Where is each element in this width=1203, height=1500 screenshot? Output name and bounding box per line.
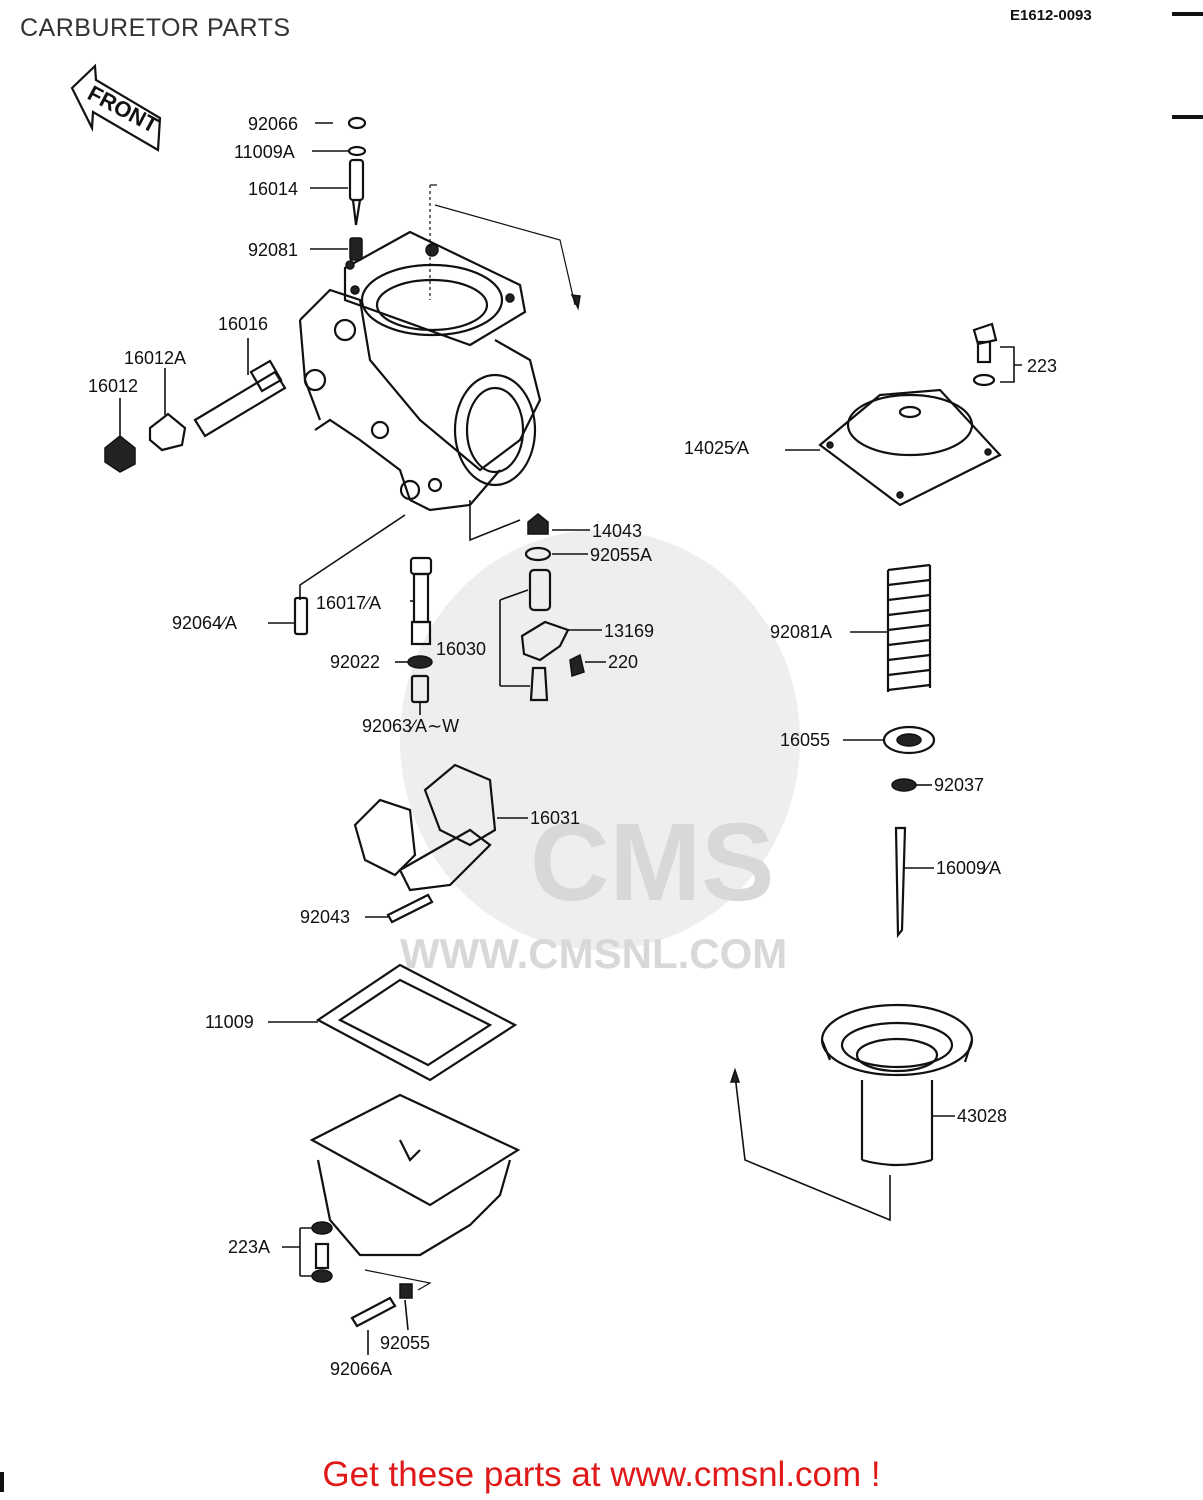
bowl-link-line (364, 1269, 432, 1291)
drain-screw-92066a-icon (350, 1296, 397, 1328)
seat-16055-icon (882, 725, 936, 755)
watermark-url-text: WWW.CMSNL.COM (400, 930, 787, 977)
starter-plunger-16016-icon (193, 359, 287, 438)
callout-16017: 16017∕A (316, 593, 381, 613)
float-bowl-icon (309, 1093, 521, 1257)
callout-92055a: 92055A (590, 545, 652, 565)
callout-16009: 16009∕A (936, 858, 1001, 878)
screw-223-icon (972, 322, 998, 387)
washer-92055a-icon (524, 546, 552, 562)
front-arrow-icon: FRONT (70, 63, 163, 152)
diaphragm-43028-icon (820, 1003, 974, 1167)
callout-92022: 92022 (330, 652, 380, 672)
callout-16031: 16031 (530, 808, 580, 828)
screw-223a-icon (311, 1221, 333, 1283)
callout-16012: 16012 (88, 376, 138, 396)
callout-13169: 13169 (604, 621, 654, 641)
cap-16012-icon (104, 435, 136, 473)
body-link-line-left (299, 514, 406, 600)
corner-mark-left (0, 1472, 4, 1492)
pin-92043-icon (386, 893, 434, 924)
callout-92066a: 92066A (330, 1359, 392, 1379)
leader-92055 (404, 1299, 409, 1331)
diaphragm-link-arrowhead (729, 1067, 741, 1083)
callout-16014: 16014 (248, 179, 298, 199)
plate-13169-icon (520, 620, 570, 662)
callout-92043: 92043 (300, 907, 350, 927)
callout-16012a: 16012A (124, 348, 186, 368)
jet-92064-icon (293, 596, 309, 636)
callout-223a: 223A (228, 1237, 270, 1257)
callout-220: 220 (608, 652, 638, 672)
page-title: CARBURETOR PARTS (20, 14, 291, 42)
spring-92081-icon (349, 237, 363, 261)
nut-16012a-icon (148, 412, 187, 452)
cap-92066-icon (347, 116, 367, 130)
callout-223: 223 (1027, 356, 1057, 376)
pilot-screw-16014-icon (348, 158, 365, 226)
callout-16030: 16030 (436, 639, 486, 659)
corner-mark-top (1172, 12, 1203, 16)
carburetor-body-icon (298, 230, 542, 512)
diaphragm-link-line (734, 1074, 891, 1222)
corner-mark-mid (1172, 115, 1203, 119)
needle-jet-16017-icon (409, 556, 433, 646)
body-link-line-right (469, 500, 521, 542)
watermark: CMS WWW.CMSNL.COM (400, 530, 800, 977)
washer-92022-icon (407, 655, 433, 669)
valve-seat-16030-icon (528, 568, 552, 702)
washer-92055-icon (399, 1283, 413, 1299)
diagram-code: E1612-0093 (1010, 7, 1092, 24)
callout-14043: 14043 (592, 521, 642, 541)
callout-92064: 92064∕A (172, 613, 237, 633)
callout-43028: 43028 (957, 1106, 1007, 1126)
callout-92037: 92037 (934, 775, 984, 795)
center-line-diagonal (434, 204, 576, 306)
spring-92081a-icon (886, 563, 932, 692)
screw-220-icon (569, 653, 585, 678)
jet-14043-icon (527, 513, 549, 535)
float-16031-icon (353, 763, 497, 892)
callout-92081: 92081 (248, 240, 298, 260)
footer-link-text[interactable]: Get these parts at www.cmsnl.com ! (322, 1455, 881, 1494)
callout-92063: 92063∕A∼W (362, 716, 459, 736)
jet-92063-icon (410, 674, 430, 704)
center-line-arrowhead (570, 294, 581, 311)
callout-11009: 11009 (205, 1012, 254, 1032)
watermark-logo-text: CMS (530, 801, 774, 924)
clip-92037-icon (891, 778, 917, 792)
callout-92081a: 92081A (770, 622, 832, 642)
o-ring-11009a-icon (347, 145, 367, 157)
callout-16016: 16016 (218, 314, 268, 334)
callout-92066: 92066 (248, 114, 298, 134)
callout-14025: 14025∕A (684, 438, 749, 458)
leader-223 (1000, 346, 1022, 383)
bracket-16030 (499, 589, 530, 687)
callout-11009a: 11009A (234, 142, 295, 162)
gasket-11009-icon (315, 963, 518, 1082)
bracket-223a (299, 1227, 312, 1277)
callout-92055: 92055 (380, 1333, 430, 1353)
callout-16055: 16055 (780, 730, 830, 750)
jet-needle-16009-icon (894, 826, 907, 939)
cover-14025-icon (818, 388, 1002, 507)
